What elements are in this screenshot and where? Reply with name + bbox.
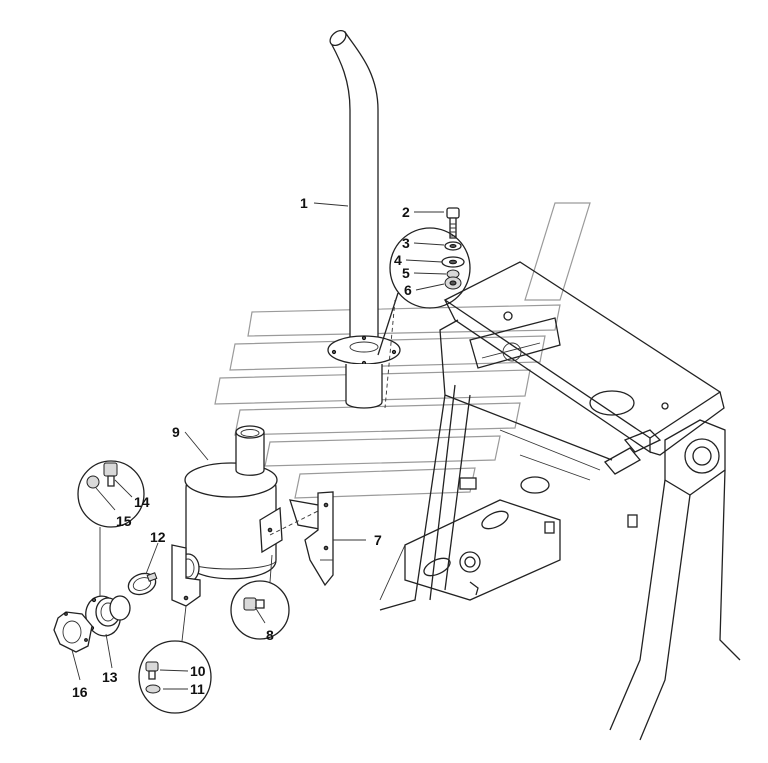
callout-7: 7 — [374, 532, 382, 548]
bolt-10 — [145, 661, 159, 680]
callout-2: 2 — [402, 204, 410, 220]
callout-14: 14 — [134, 494, 150, 510]
callout-11: 11 — [190, 681, 205, 697]
callout-5: 5 — [402, 265, 410, 281]
callout-8: 8 — [266, 627, 274, 643]
callout-12: 12 — [150, 529, 166, 545]
muffler — [171, 425, 283, 607]
leader-lines — [71, 202, 447, 690]
callout-16: 16 — [72, 684, 88, 700]
leader-8 — [269, 554, 273, 583]
leader-10-11 — [181, 605, 187, 642]
detail-circle-14-15 — [77, 460, 145, 528]
callout-3: 3 — [402, 235, 410, 251]
pipe-clamp — [127, 572, 158, 596]
bolt-8 — [243, 597, 265, 611]
stack-bolt-group — [441, 207, 465, 290]
gasket — [53, 611, 93, 653]
adapter-flange — [85, 595, 131, 637]
callout-4: 4 — [394, 252, 402, 268]
washer-15 — [86, 475, 100, 489]
callout-13: 13 — [102, 669, 118, 685]
detail-circle-8 — [230, 580, 290, 640]
washer-11 — [145, 684, 161, 694]
callout-6: 6 — [404, 282, 412, 298]
callout-9: 9 — [172, 424, 180, 440]
callout-10: 10 — [190, 663, 206, 679]
machine-frame — [379, 261, 741, 741]
muffler-bracket — [289, 491, 334, 587]
exhaust-stack — [327, 29, 401, 409]
hardware-detail-circle — [389, 227, 471, 309]
bolt-14 — [103, 462, 118, 487]
watermark-logo — [214, 202, 591, 499]
detail-circle-10-11 — [138, 640, 212, 714]
callout-1: 1 — [300, 195, 308, 211]
callout-15: 15 — [116, 513, 132, 529]
